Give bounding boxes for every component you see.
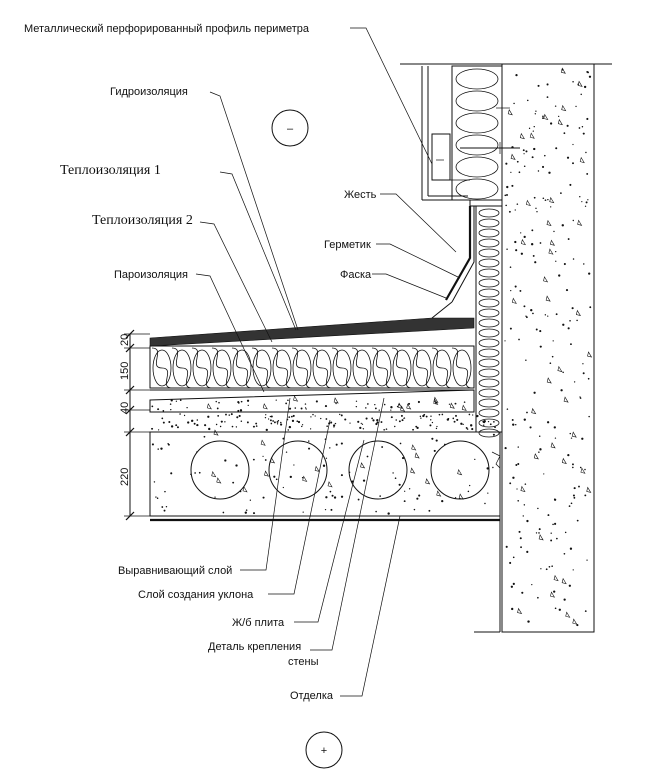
dim-20: 20 [119,334,131,346]
label-vapor-barrier: Пароизоляция [114,269,188,281]
leader-lines [195,27,461,697]
upper-wool-pattern [455,68,499,200]
upper-wall-insulation [421,65,520,201]
minus-symbol: – [287,123,294,135]
roof-layers [149,301,500,433]
label-tin: Жесть [344,189,377,201]
label-insulation-2: Теплоизоляция 2 [92,213,193,228]
labels: Металлический перфорированный профиль пе… [24,23,377,702]
dimension-chain: 20 150 40 220 [119,329,150,521]
label-chamfer: Фаска [340,269,372,281]
vertical-wool-pattern [478,208,500,438]
label-slope-layer: Слой создания уклона [138,589,254,601]
cold-side-marker: – [271,109,309,147]
label-wall-fastening-2: стены [288,656,319,668]
slope-layer-texture [151,395,467,412]
label-perimeter-profile: Металлический перфорированный профиль пе… [24,23,310,35]
roof-insulation-wool [151,347,473,389]
label-insulation-1: Теплоизоляция 1 [60,163,161,178]
plus-symbol: + [321,745,327,757]
label-sealant: Герметик [324,239,371,251]
perimeter-profile [422,195,476,303]
label-waterproofing: Гидроизоляция [110,86,188,98]
dim-150: 150 [119,362,131,380]
label-leveling-layer: Выравнивающий слой [118,565,232,577]
hollow-core-slab [149,429,501,522]
label-finish: Отделка [290,690,334,702]
warm-side-marker: + [305,731,343,769]
dim-220: 220 [119,468,131,486]
dim-40: 40 [119,402,131,414]
label-wall-fastening-1: Деталь крепления [208,641,301,653]
leveling-layer-texture [151,413,496,432]
label-rc-slab: Ж/б плита [232,617,285,629]
slab-concrete-texture [151,429,495,515]
wall-concrete-texture [504,67,593,627]
vertical-wall-insulation [475,205,503,438]
